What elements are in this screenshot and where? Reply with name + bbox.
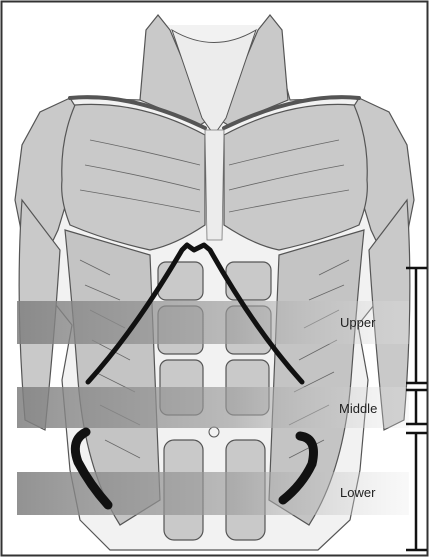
pectoral-right bbox=[224, 104, 367, 250]
zone-label-lower: Lower bbox=[340, 485, 375, 500]
zone-label-middle: Middle bbox=[339, 401, 377, 416]
navel bbox=[209, 427, 219, 437]
sternum bbox=[205, 130, 224, 240]
pectoral-left bbox=[62, 104, 205, 250]
zone-label-upper: Upper bbox=[340, 315, 375, 330]
